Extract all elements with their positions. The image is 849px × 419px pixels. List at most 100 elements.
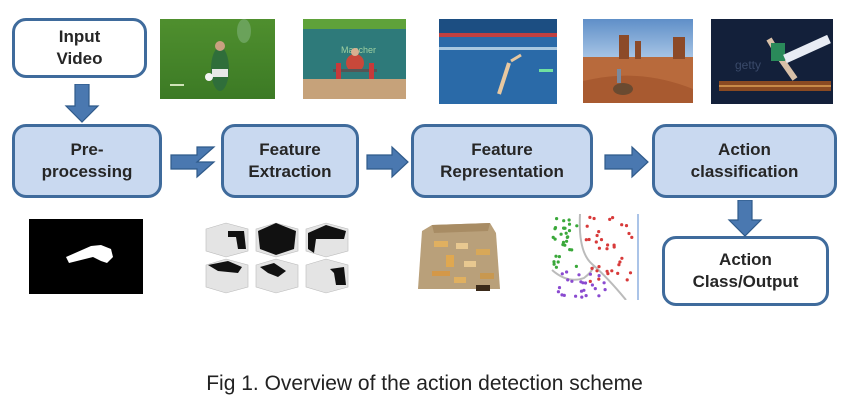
scatter-point [564, 231, 568, 235]
scatter-point [553, 226, 558, 230]
scatter-point [627, 231, 631, 236]
scatter-point [606, 243, 610, 247]
scatter-point [617, 263, 621, 267]
scatter-point [630, 235, 634, 239]
bag-of-words-image [418, 223, 500, 291]
scatter-point [574, 264, 578, 268]
scatter-point [620, 256, 624, 260]
scatter-point [594, 240, 598, 244]
scatter-point [592, 216, 596, 221]
scatter-point [602, 281, 606, 285]
scatter-point [582, 288, 586, 292]
scatter-point [554, 265, 558, 269]
scatter-point [585, 224, 589, 228]
scatter-point [577, 273, 581, 277]
silhouette-mask-image [29, 219, 143, 294]
feature-representation-node: Feature Representation [411, 124, 593, 198]
scatter-point [565, 239, 569, 243]
scatter-point [562, 226, 566, 230]
classifier-scatter-image [548, 212, 642, 300]
scatter-point [552, 262, 556, 266]
scatter-point [597, 230, 601, 234]
scatter-point [554, 254, 558, 258]
scatter-point [590, 283, 594, 287]
action-output-node: Action Class/Output [662, 236, 829, 306]
action-output-label: Action Class/Output [692, 250, 799, 291]
action-classification-label: Action classification [690, 140, 799, 181]
scatter-point [595, 269, 599, 273]
gymnastics-photo: getty [711, 19, 833, 104]
scatter-point [566, 235, 570, 239]
feature-extraction-node: Feature Extraction [221, 124, 359, 198]
scatter-point [557, 255, 561, 259]
arrow-down-input-to-preprocessing [64, 84, 100, 123]
scatter-point [620, 223, 624, 227]
scatter-point [603, 288, 607, 292]
scatter-point [584, 294, 588, 298]
scatter-point [624, 224, 629, 228]
scatter-point [584, 238, 588, 242]
scatter-point [599, 238, 604, 242]
scatter-point [611, 216, 615, 220]
scatter-point [579, 289, 584, 293]
feature-cubes-image [198, 219, 354, 299]
scatter-point [561, 243, 565, 247]
horse-riding-photo [583, 19, 693, 103]
input-video-label: Input Video [56, 27, 103, 68]
feature-representation-label: Feature Representation [440, 140, 564, 181]
scatter-point [575, 224, 579, 228]
scatter-point [555, 217, 559, 221]
feature-extraction-label: Feature Extraction [248, 140, 332, 181]
scatter-point [567, 218, 571, 222]
scatter-point [628, 271, 633, 275]
arrow-right-representation-to-classification [604, 145, 649, 179]
diving-photo [439, 19, 557, 104]
scatter-point [559, 232, 563, 236]
svg-text:Mancher: Mancher [341, 45, 376, 55]
scatter-point [566, 278, 570, 282]
arrow-right-preprocessing-to-extraction [170, 146, 216, 179]
soccer-player-photo [160, 19, 275, 99]
scatter-point [556, 290, 560, 294]
scatter-point [562, 293, 566, 297]
svg-text:getty: getty [735, 58, 761, 72]
scatter-point [567, 229, 572, 233]
scatter-point [552, 260, 556, 264]
action-classification-node: Action classification [652, 124, 837, 198]
scatter-point [616, 271, 620, 275]
scatter-point [570, 279, 574, 283]
scatter-point [606, 272, 610, 276]
arrow-down-classification-to-output [727, 200, 763, 237]
scatter-point [557, 286, 562, 290]
scatter-point [574, 294, 578, 298]
scatter-point [597, 277, 601, 281]
scatter-point [597, 294, 601, 298]
scatter-point [562, 219, 566, 223]
scatter-point [597, 265, 601, 269]
scatter-point [593, 287, 597, 291]
preprocessing-node: Pre- processing [12, 124, 162, 198]
scatter-point [612, 245, 616, 249]
scatter-point [580, 295, 584, 299]
scatter-point [610, 269, 614, 273]
arrow-right-extraction-to-representation [366, 145, 409, 179]
scatter-point [618, 260, 622, 264]
weightlifting-photo: Mancher [303, 19, 406, 99]
preprocessing-label: Pre- processing [41, 140, 133, 181]
input-video-node: Input Video [12, 18, 147, 78]
scatter-point [608, 217, 612, 221]
scatter-point [587, 237, 591, 242]
scatter-point [551, 235, 555, 239]
scatter-point [590, 266, 594, 270]
scatter-point [605, 247, 609, 251]
scatter-point [579, 280, 583, 284]
scatter-point [583, 281, 588, 285]
scatter-point [560, 272, 564, 276]
scatter-point [588, 215, 592, 219]
scatter-point [588, 272, 592, 276]
scatter-point [595, 233, 599, 238]
figure-caption: Fig 1. Overview of the action detection … [206, 372, 643, 395]
scatter-point [567, 222, 572, 226]
scatter-point [565, 270, 569, 274]
scatter-point [597, 246, 601, 250]
